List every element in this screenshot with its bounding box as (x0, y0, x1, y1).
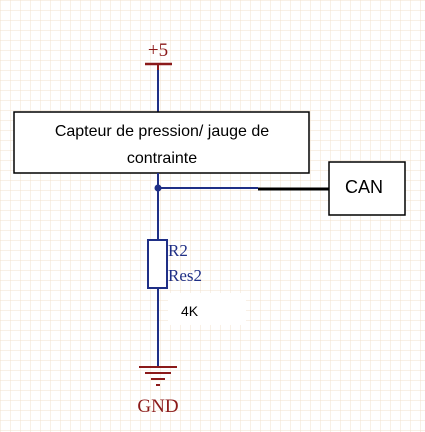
sensor-label-line2: contrainte (127, 150, 197, 167)
resistor-r2[interactable]: R2 Res2 4K (147, 239, 246, 325)
can-label: CAN (345, 177, 383, 197)
power-symbol[interactable]: +5 (145, 40, 172, 70)
power-label: +5 (148, 40, 168, 61)
sensor-box-frame (13, 111, 310, 174)
sensor-box[interactable]: Capteur de pression/ jauge de contrainte (13, 111, 310, 174)
can-box-frame (328, 161, 406, 216)
resistor-body (147, 239, 168, 289)
ground-symbol[interactable]: GND (137, 366, 179, 417)
sensor-label-line1: Capteur de pression/ jauge de (55, 123, 269, 140)
resistor-value: 4K (181, 303, 199, 319)
resistor-designator: R2 (168, 241, 188, 260)
can-box[interactable]: CAN (328, 161, 406, 216)
resistor-comment: Res2 (168, 266, 202, 285)
resistor-value-background (168, 293, 246, 325)
ground-label: GND (137, 396, 178, 417)
